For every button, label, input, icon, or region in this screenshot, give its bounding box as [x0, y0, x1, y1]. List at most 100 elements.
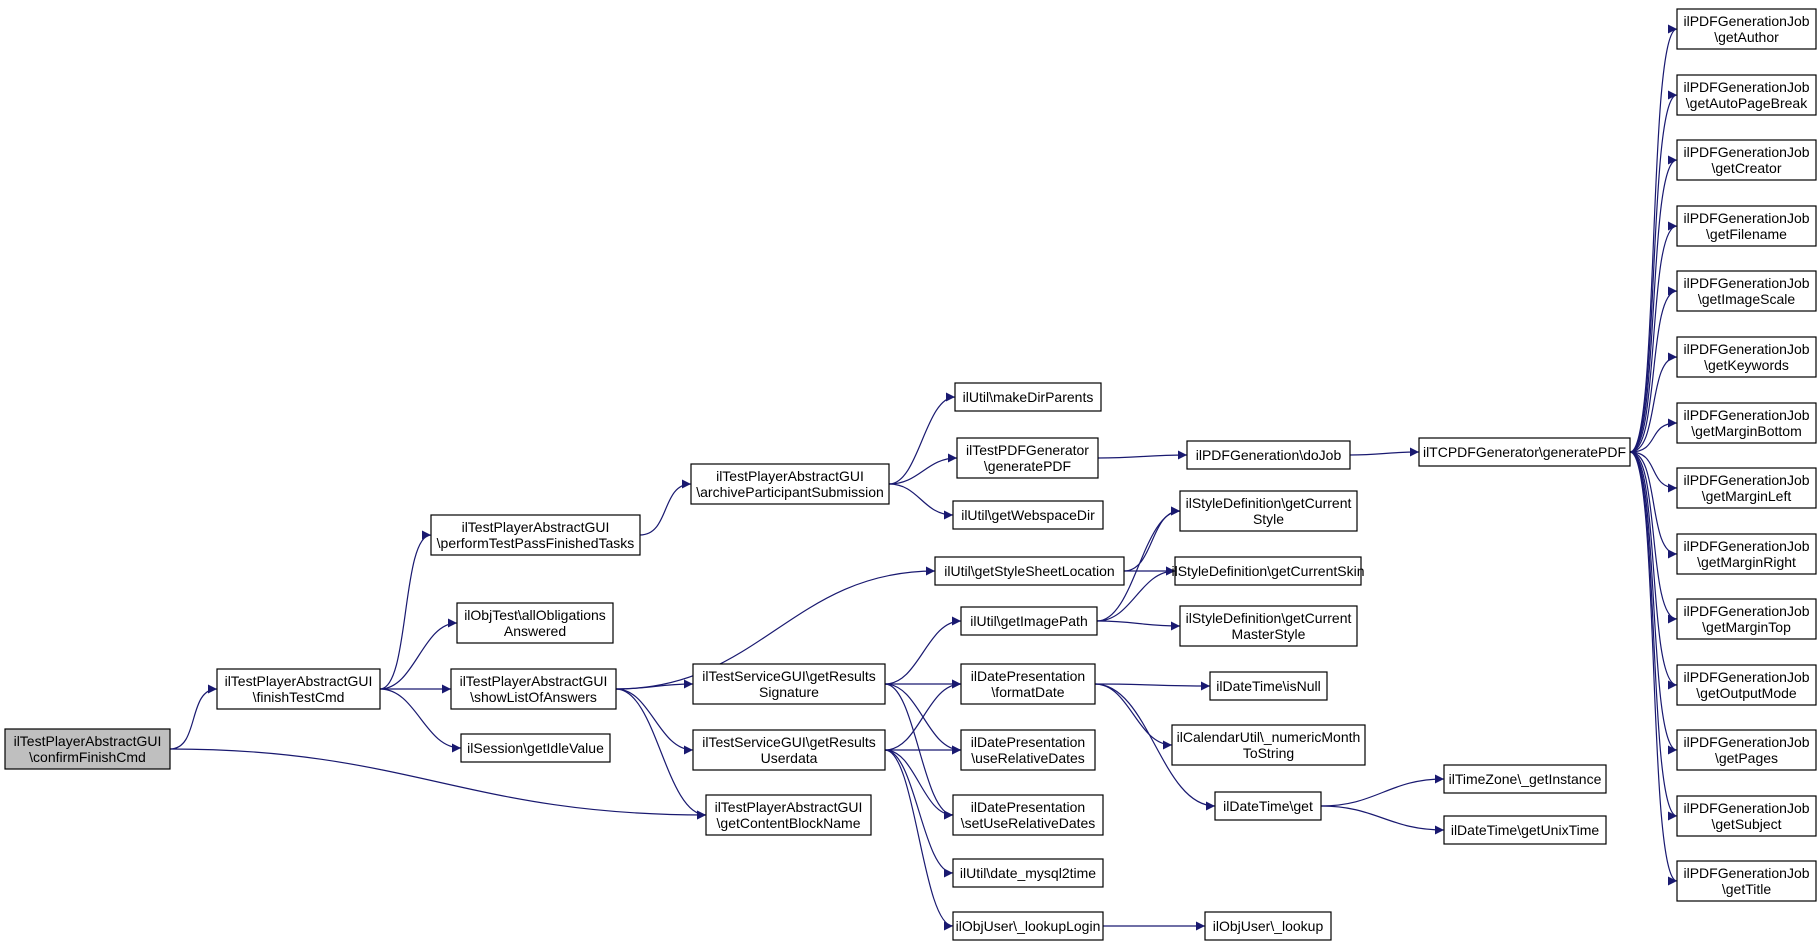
- node-box: [934, 556, 1125, 586]
- edge-finish-to-allobl: [379, 618, 458, 690]
- edge-archive-to-pdfgen: [888, 453, 958, 485]
- node-box: [1676, 402, 1817, 444]
- edge-tcpdf-to-j_pages: [1629, 451, 1678, 755]
- node-box: [1171, 724, 1366, 766]
- node-tzinst[interactable]: ilTimeZone\_getInstance: [1443, 764, 1607, 794]
- edge-formatdate-to-isnull: [1094, 681, 1211, 691]
- node-confirm[interactable]: ilTestPlayerAbstractGUI\confirmFinishCmd: [4, 728, 171, 770]
- node-pdfgen[interactable]: ilTestPDFGenerator\generatePDF: [956, 437, 1099, 479]
- node-label-line: \getFilename: [1706, 226, 1787, 242]
- node-box: [1174, 556, 1362, 586]
- node-lookuplogin[interactable]: ilObjUser\_lookupLogin: [952, 911, 1104, 941]
- node-label-line: ilDatePresentation: [971, 668, 1085, 684]
- node-label-line: ilPDFGenerationJob: [1683, 275, 1809, 291]
- edge-tcpdf-to-j_creator: [1629, 155, 1678, 453]
- node-mysql2time[interactable]: ilUtil\date_mysql2time: [952, 858, 1104, 888]
- node-box: [1676, 795, 1817, 837]
- node-label-line: ToString: [1243, 745, 1294, 761]
- node-j_output[interactable]: ilPDFGenerationJob\getOutputMode: [1676, 664, 1817, 706]
- node-label-line: ilObjUser\_lookup: [1213, 918, 1324, 934]
- edge-dtget-to-unixtime: [1320, 805, 1445, 835]
- node-label-line: \getContentBlockName: [717, 815, 861, 831]
- node-j_filename[interactable]: ilPDFGenerationJob\getFilename: [1676, 205, 1817, 247]
- node-label-line: ilStyleDefinition\getCurrent: [1186, 495, 1352, 511]
- node-j_subject[interactable]: ilPDFGenerationJob\getSubject: [1676, 795, 1817, 837]
- node-label-line: \getAutoPageBreak: [1686, 95, 1808, 111]
- node-userel[interactable]: ilDatePresentation\useRelativeDates: [960, 729, 1096, 771]
- node-label-line: \getAuthor: [1714, 29, 1779, 45]
- node-j_mbottom[interactable]: ilPDFGenerationJob\getMarginBottom: [1676, 402, 1817, 444]
- node-box: [1443, 764, 1607, 794]
- node-webspace[interactable]: ilUtil\getWebspaceDir: [952, 500, 1104, 530]
- node-content[interactable]: ilTestPlayerAbstractGUI\getContentBlockN…: [705, 794, 872, 836]
- node-label-line: \getMarginBottom: [1691, 423, 1802, 439]
- node-setrel[interactable]: ilDatePresentation\setUseRelativeDates: [952, 794, 1104, 836]
- node-label-line: Answered: [504, 623, 566, 639]
- node-unixtime[interactable]: ilDateTime\getUnixTime: [1443, 815, 1607, 845]
- node-label-line: MasterStyle: [1232, 626, 1306, 642]
- node-j_pages[interactable]: ilPDFGenerationJob\getPages: [1676, 729, 1817, 771]
- edge-tcpdf-to-j_imgscale: [1629, 286, 1678, 453]
- node-label-line: ilPDFGenerationJob: [1683, 734, 1809, 750]
- node-lookup[interactable]: ilObjUser\_lookup: [1204, 911, 1332, 941]
- node-box: [1676, 729, 1817, 771]
- edge-showlist-to-userdata: [615, 688, 694, 755]
- node-label-line: ilPDFGenerationJob: [1683, 603, 1809, 619]
- node-label-line: \useRelativeDates: [971, 750, 1085, 766]
- node-box: [1676, 467, 1817, 509]
- node-j_creator[interactable]: ilPDFGenerationJob\getCreator: [1676, 139, 1817, 181]
- node-label-line: \setUseRelativeDates: [961, 815, 1096, 831]
- edge-tcpdf-to-j_keywords: [1629, 352, 1678, 453]
- node-finish[interactable]: ilTestPlayerAbstractGUI\finishTestCmd: [216, 668, 381, 710]
- node-box: [952, 858, 1104, 888]
- node-label-line: \getImageScale: [1698, 291, 1795, 307]
- node-label-line: ilPDFGenerationJob: [1683, 341, 1809, 357]
- node-stylesheet[interactable]: ilUtil\getStyleSheetLocation: [934, 556, 1125, 586]
- node-label-line: ilPDFGenerationJob: [1683, 800, 1809, 816]
- node-j_mleft[interactable]: ilPDFGenerationJob\getMarginLeft: [1676, 467, 1817, 509]
- node-isnull[interactable]: ilDateTime\isNull: [1209, 671, 1328, 701]
- node-j_mtop[interactable]: ilPDFGenerationJob\getMarginTop: [1676, 598, 1817, 640]
- node-dtget[interactable]: ilDateTime\get: [1214, 791, 1322, 821]
- node-j_author[interactable]: ilPDFGenerationJob\getAuthor: [1676, 8, 1817, 50]
- node-label-line: ilTestPlayerAbstractGUI: [716, 468, 864, 484]
- node-label-line: ilTestPDFGenerator: [966, 442, 1089, 458]
- edge-tcpdf-to-j_mbottom: [1629, 418, 1678, 453]
- node-archive[interactable]: ilTestPlayerAbstractGUI\archiveParticipa…: [690, 463, 890, 505]
- edges-layer: [169, 24, 1678, 931]
- node-label-line: \getMarginLeft: [1702, 488, 1792, 504]
- node-label-line: ilTestPlayerAbstractGUI: [460, 673, 608, 689]
- edge-tcpdf-to-j_autopage: [1629, 90, 1678, 453]
- node-perform[interactable]: ilTestPlayerAbstractGUI\performTestPassF…: [430, 514, 641, 556]
- node-box: [690, 463, 890, 505]
- edge-formatdate-to-calmonth: [1094, 683, 1173, 750]
- node-label-line: \getPages: [1715, 750, 1778, 766]
- node-j_mright[interactable]: ilPDFGenerationJob\getMarginRight: [1676, 533, 1817, 575]
- node-tcpdf[interactable]: ilTCPDFGenerator\generatePDF: [1418, 437, 1631, 467]
- node-j_title[interactable]: ilPDFGenerationJob\getTitle: [1676, 860, 1817, 902]
- node-j_imgscale[interactable]: ilPDFGenerationJob\getImageScale: [1676, 270, 1817, 312]
- node-box: [1676, 336, 1817, 378]
- edge-showlist-to-sig: [615, 679, 694, 690]
- node-label-line: \formatDate: [991, 684, 1064, 700]
- node-formatdate[interactable]: ilDatePresentation\formatDate: [960, 663, 1096, 705]
- node-imagepath[interactable]: ilUtil\getImagePath: [960, 606, 1098, 636]
- node-label-line: ilObjTest\allObligations: [464, 607, 606, 623]
- node-idle[interactable]: ilSession\getIdleValue: [460, 733, 611, 763]
- node-j_keywords[interactable]: ilPDFGenerationJob\getKeywords: [1676, 336, 1817, 378]
- node-dojob[interactable]: ilPDFGeneration\doJob: [1186, 440, 1351, 470]
- node-mkdir[interactable]: ilUtil\makeDirParents: [954, 382, 1102, 412]
- node-j_autopage[interactable]: ilPDFGenerationJob\getAutoPageBreak: [1676, 74, 1817, 116]
- node-showlist[interactable]: ilTestPlayerAbstractGUI\showListOfAnswer…: [450, 668, 617, 710]
- node-curskin[interactable]: ilStyleDefinition\getCurrentSkin: [1172, 556, 1365, 586]
- node-label-line: ilTestServiceGUI\getResults: [702, 734, 876, 750]
- node-label-line: ilPDFGenerationJob: [1683, 144, 1809, 160]
- edge-archive-to-mkdir: [888, 392, 956, 485]
- node-box: [1676, 533, 1817, 575]
